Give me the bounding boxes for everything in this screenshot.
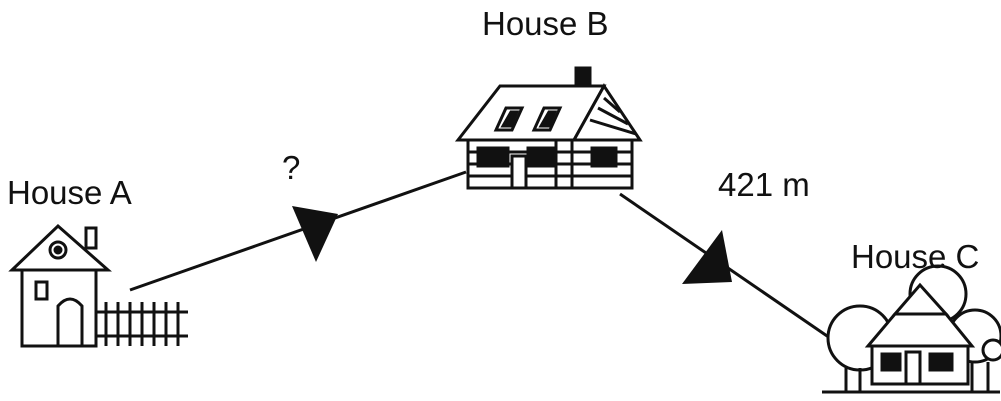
cottage-with-fence-icon [8,223,188,348]
house-c-label: House C [851,238,980,275]
log-cabin-icon [454,66,643,190]
house-a-label: House A [7,174,132,211]
path-a-to-b [129,170,467,292]
path-b-to-c [619,192,831,340]
path-b-to-c-label: 421 m [718,166,810,203]
path-a-to-b-line [129,170,467,292]
path-a-to-b-label: ? [282,149,301,186]
house-b-label: House B [482,5,609,42]
path-b-to-c-arrow-icon [682,230,732,284]
path-a-to-b-arrow-icon [292,206,338,262]
house-with-trees-icon [822,264,1001,394]
